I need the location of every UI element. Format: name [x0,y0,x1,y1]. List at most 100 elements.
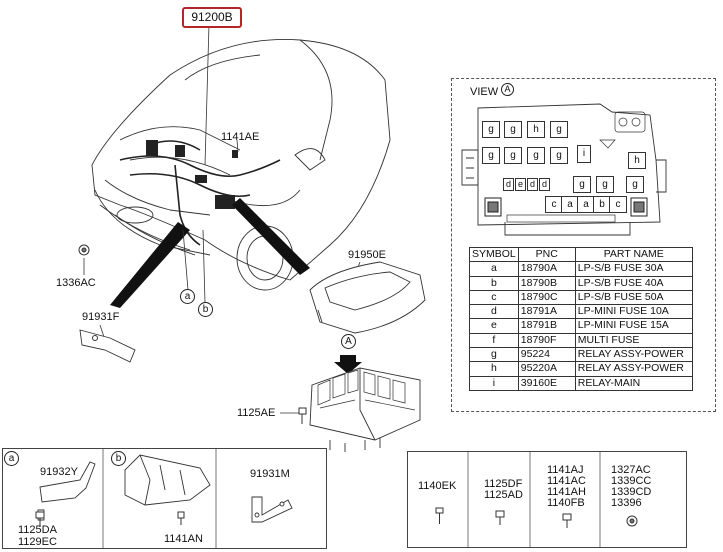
fastener-label[interactable]: 1140EK [418,480,457,492]
fasteners-frame [407,451,687,548]
detail-b-part-label[interactable]: 1141AN [164,533,203,545]
fuse-slot[interactable]: h [527,121,545,138]
cell-part-name: LP-MINI FUSE 10A [574,304,693,320]
cell-symbol: b [469,275,519,291]
view-fuse-box-details [506,111,646,223]
detail-b-bolt [177,511,185,525]
fuse-slot[interactable]: g [550,121,568,138]
detail-a-part-label[interactable]: 91932Y [40,466,78,478]
table-header-part-name: PART NAME [574,246,693,263]
fuse-slot[interactable]: g [573,176,591,193]
detail-a-bolt [35,511,45,527]
cell-part-name: LP-MINI FUSE 15A [574,318,693,334]
callout-wedge-left [110,222,190,308]
cell-symbol: c [469,289,519,306]
bolt-icon [298,407,307,424]
fuse-box-cover [309,261,426,334]
fuse-slot[interactable]: g [504,121,522,138]
cell-part-name: LP-S/B FUSE 30A [574,261,693,277]
fuse-box-slots [317,369,416,411]
cell-pnc: 18791B [517,318,576,334]
marker-a: a [180,289,195,304]
leader-lines [83,23,361,414]
fuse-slot[interactable]: g [504,147,522,164]
cell-symbol: i [469,375,519,391]
cell-part-name: RELAY ASSY-POWER [574,361,693,377]
detail-m-part-label[interactable]: 91931M [250,468,290,480]
callout-1125AE[interactable]: 1125AE [237,407,276,419]
fastener-label[interactable]: 1125DF [484,478,523,490]
cell-pnc: 18790F [517,332,576,349]
fuse-slot[interactable]: h [628,152,646,169]
cell-part-name: RELAY-MAIN [574,375,693,391]
fastener-label[interactable]: 1141AC [547,475,586,487]
fuse-slot[interactable]: i [577,145,591,163]
fastener-label[interactable]: 1140FB [547,497,585,509]
cell-pnc: 18790A [517,261,576,277]
callout-91931F[interactable]: 91931F [82,311,120,323]
view-title-marker: A [501,83,514,96]
detail-a-bolt-label-2[interactable]: 1129EC [18,536,57,548]
cell-pnc: 18791A [517,304,576,320]
fastener-label[interactable]: 1339CC [611,475,652,487]
view-a-marker: A [341,334,356,349]
callout-1141AE[interactable]: 1141AE [221,131,260,143]
fastener-icons [435,507,638,528]
bottom-box-dividers [102,448,601,549]
callout-91950E[interactable]: 91950E [348,249,386,261]
cell-symbol: e [469,318,519,334]
table-header-pnc: PNC [517,246,576,263]
cell-pnc: 39160E [517,375,576,391]
fuse-slot[interactable]: g [527,147,545,164]
cell-symbol: h [469,361,519,377]
down-arrow [334,355,362,374]
fuse-slot[interactable]: g [482,121,500,138]
fuse-slot[interactable]: g [482,147,500,164]
callout-1336AC[interactable]: 1336AC [56,277,96,289]
view-fuse-box-screws [484,197,648,217]
fuse-slot[interactable]: d [539,178,550,191]
detail-b-marker: b [111,451,126,466]
fuse-slot[interactable]: e [515,178,526,191]
cell-pnc: 95220A [517,361,576,377]
car-illustration [91,39,391,291]
fuse-slot[interactable]: g [596,176,614,193]
table-header-row: SYMBOL PNC PART NAME [469,246,693,263]
table-header-symbol: SYMBOL [469,246,519,263]
detail-m-bracket [251,496,293,523]
view-title-text: VIEW [470,86,499,98]
detail-a-bolt-label-1[interactable]: 1125DA [18,524,57,536]
fuse-slot[interactable]: d [503,178,514,191]
detail-a-marker: a [4,451,19,466]
fastener-label[interactable]: 1141AH [547,486,586,498]
fuse-slot[interactable]: c [609,196,627,213]
fuse-slot[interactable]: d [527,178,538,191]
cell-part-name: LP-S/B FUSE 40A [574,275,693,291]
fuse-slot[interactable]: g [550,147,568,164]
fastener-label[interactable]: 1327AC [611,464,651,476]
cell-symbol: f [469,332,519,349]
fuse-slot[interactable]: g [626,176,644,193]
harness-components [146,140,238,209]
fastener-label[interactable]: 1339CD [611,486,652,498]
fastener-label[interactable]: 1125AD [484,489,523,501]
main-part-number-label[interactable]: 91200B [182,7,242,28]
fuse-slot[interactable]: c [545,196,563,213]
fastener-label[interactable]: 13396 [611,497,642,509]
cell-pnc: 95224 [517,347,576,363]
fastener-label[interactable]: 1141AJ [547,464,584,476]
fuse-box-body [309,367,421,452]
cell-symbol: g [469,347,519,363]
cell-part-name: LP-S/B FUSE 50A [574,289,693,306]
marker-b: b [198,302,213,317]
